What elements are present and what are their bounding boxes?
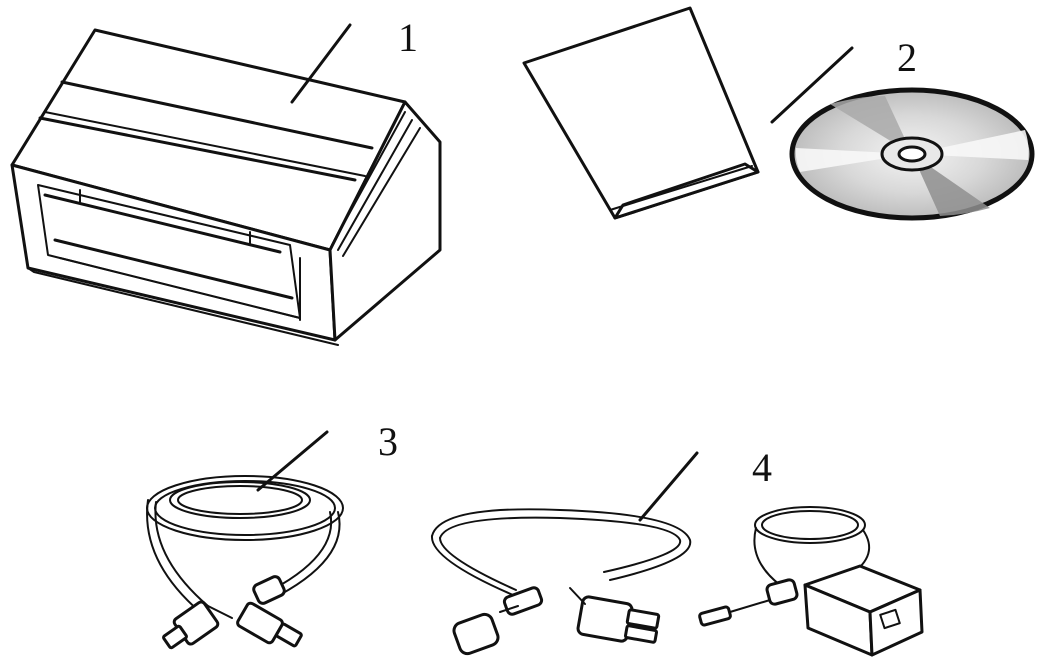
leader-line-1: [290, 23, 352, 104]
leader-line-4: [638, 451, 699, 522]
leader-line-2: [770, 46, 854, 124]
callout-number-1: 1: [398, 15, 418, 60]
power-adapter-icon: [698, 506, 924, 657]
callout-number-3: 3: [378, 419, 398, 464]
power-cord-icon: [430, 508, 692, 656]
manual-booklet-icon: [522, 6, 760, 220]
callout-number-2: 2: [897, 35, 917, 80]
cd-disc-icon: [789, 87, 1035, 221]
scanner-icon: [10, 28, 442, 346]
leader-line-3: [256, 430, 329, 492]
callout-number-4: 4: [752, 445, 772, 490]
usb-cable-icon: [146, 475, 344, 650]
